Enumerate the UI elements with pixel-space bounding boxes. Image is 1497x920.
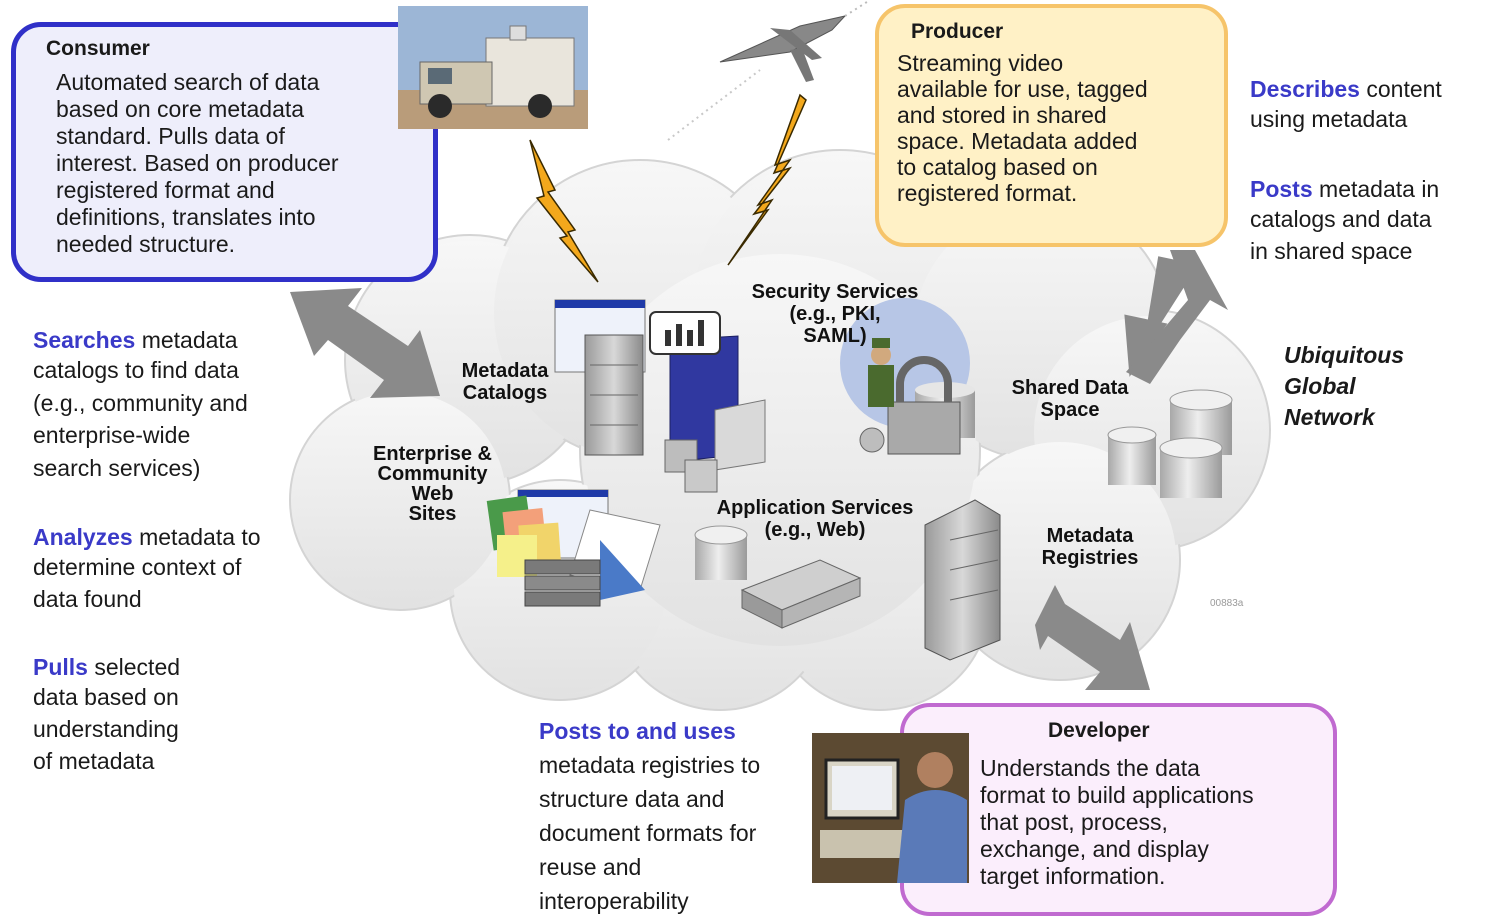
pulls-rest: selected: [87, 654, 181, 680]
metadata-registry-server: [924, 499, 1001, 661]
application-services-label: Application Services (e.g., Web): [716, 497, 914, 541]
pulls-note: Pulls selected data based on understandi…: [33, 653, 323, 777]
enterprise-sites-label: Enterprise & Community Web Sites: [373, 443, 492, 525]
posts-note: Posts metadata in catalogs and data in s…: [1250, 175, 1490, 267]
security-services-label: Security Services (e.g., PKI, SAML): [751, 281, 919, 347]
posts-to-keyword: Posts to and uses: [539, 718, 736, 744]
security-illustration: [840, 298, 975, 455]
posts-to-note: Posts to and uses metadata registries to…: [539, 717, 809, 918]
application-services-illustration: [694, 525, 862, 629]
figure-code: 00883a: [1210, 598, 1244, 609]
consumer-arrow: [290, 288, 440, 398]
consumer-description: Automated search of data based on core m…: [56, 69, 339, 257]
pulls-body: data based on understanding of metadata: [33, 684, 179, 774]
analyzes-rest: metadata to: [132, 524, 261, 550]
searches-note: Searches metadata catalogs to find data …: [33, 326, 323, 484]
developer-description: Understands the data format to build app…: [980, 755, 1254, 889]
consumer-title: Consumer: [46, 37, 150, 60]
posts-to-body: metadata registries to structure data an…: [539, 752, 761, 914]
consumer-box: Consumer Automated search of data based …: [11, 22, 438, 282]
shared-data-space-label: Shared Data Space: [1011, 377, 1129, 421]
analyzes-note: Analyzes metadata to determine context o…: [33, 523, 323, 615]
searches-rest: metadata: [135, 327, 238, 353]
posts-keyword: Posts: [1250, 176, 1313, 202]
producer-title: Producer: [911, 20, 1004, 43]
metadata-catalogs-label: Metadata Catalogs: [461, 360, 549, 404]
searches-keyword: Searches: [33, 327, 136, 353]
analyzes-keyword: Analyzes: [33, 524, 133, 550]
developer-title: Developer: [1048, 719, 1150, 742]
producer-arrow-up: [1126, 250, 1228, 384]
developer-arrow: [1035, 585, 1150, 690]
lightning-icon: [529, 139, 599, 283]
producer-arrow: [1124, 256, 1199, 377]
network-label: Ubiquitous Global Network: [1284, 342, 1405, 430]
metadata-catalog-server: [554, 299, 766, 493]
producer-description: Streaming video available for use, tagge…: [897, 50, 1148, 206]
uav-aircraft: [667, 0, 871, 141]
lightning-bolts: [529, 93, 807, 283]
exchange-arrows: [290, 250, 1228, 690]
shared-data-cylinders: [1107, 389, 1233, 498]
producer-box: Producer Streaming video available for u…: [875, 4, 1228, 247]
posts-body: catalogs and data in shared space: [1250, 206, 1432, 264]
lightning-icon: [727, 93, 807, 266]
describes-keyword: Describes: [1250, 76, 1360, 102]
describes-note: Describes content using metadata: [1250, 75, 1490, 135]
posts-rest: metadata in: [1312, 176, 1440, 202]
analyzes-body: determine context of data found: [33, 554, 242, 612]
developer-box: Developer Understands the data format to…: [900, 703, 1337, 916]
pulls-keyword: Pulls: [33, 654, 88, 680]
describes-rest: content: [1359, 76, 1442, 102]
describes-body: using metadata: [1250, 106, 1408, 132]
metadata-registries-label: Metadata Registries: [1041, 525, 1139, 569]
searches-body: catalogs to find data (e.g., community a…: [33, 357, 248, 481]
web-sites-illustration: [486, 489, 661, 607]
